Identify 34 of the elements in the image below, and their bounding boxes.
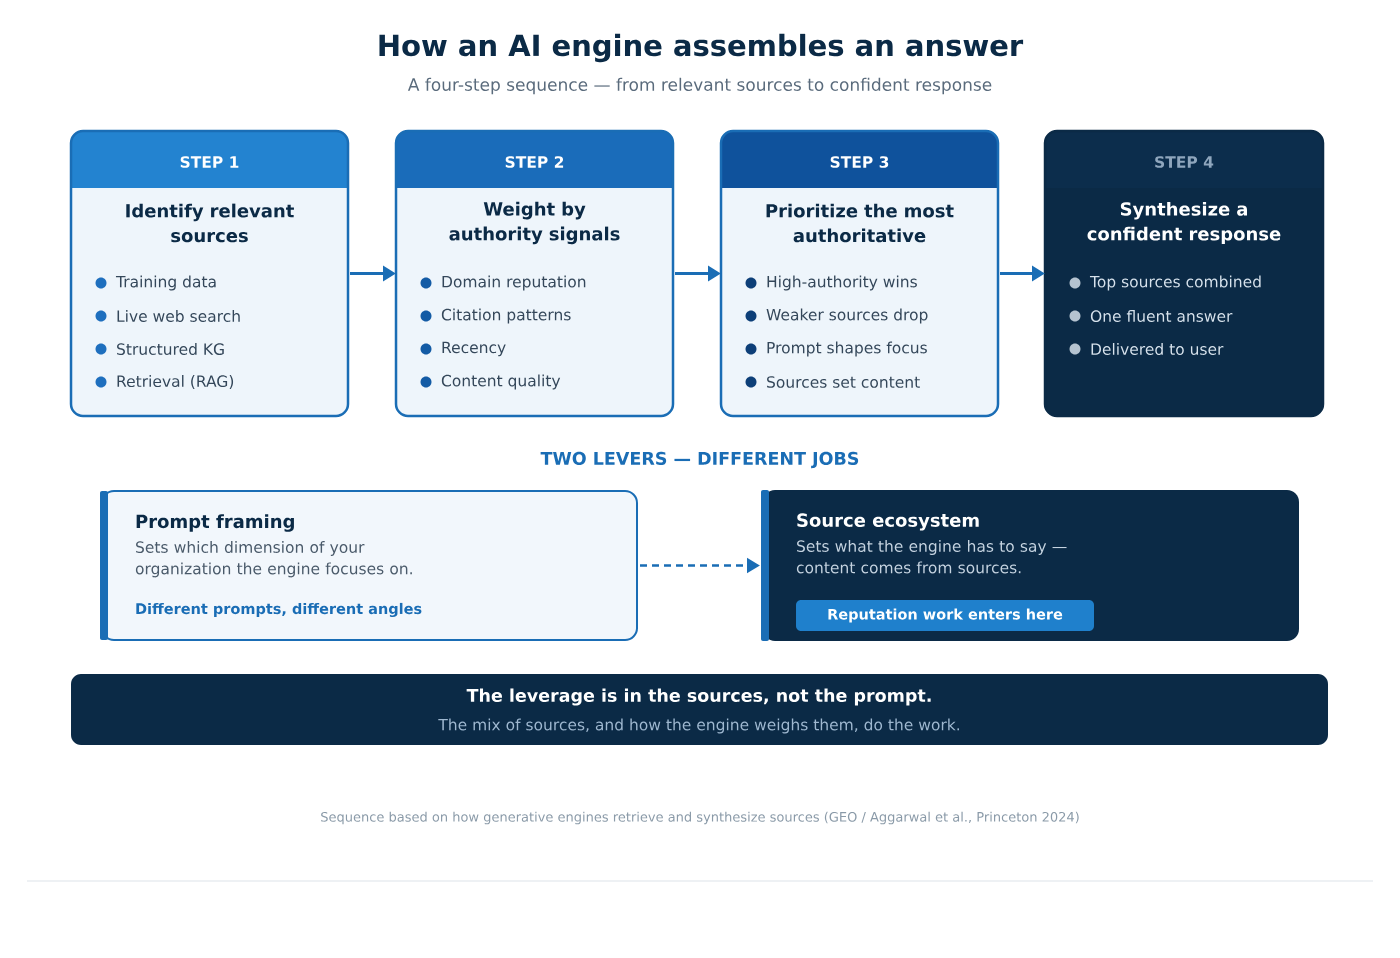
bullet-item: High-authority wins <box>745 275 917 291</box>
step-label: STEP 2 <box>505 156 564 168</box>
bullet-item: Content quality <box>420 374 561 390</box>
bullet-item: Sources set content <box>745 376 920 388</box>
step-label: STEP 1 <box>180 156 239 168</box>
section-heading: TWO LEVERS — DIFFERENT JOBS <box>540 451 859 469</box>
card-title: Weight by authority signals <box>449 201 620 245</box>
title: How an AI engine assembles an answer <box>379 33 1024 63</box>
step-card <box>1043 129 1325 418</box>
subtitle: A four-step sequence — from relevant sources to confident response <box>407 77 992 95</box>
step-card <box>394 129 675 418</box>
bullet-item: Prompt shapes focus <box>745 341 927 357</box>
bullet-item: Domain reputation <box>420 275 586 291</box>
lever-card: Prompt framing Sets which dimension of your organization the engine focuses on. Different prompts, different angles <box>100 490 638 641</box>
summary-banner: The leverage is in the sources, not the prompt. The mix of sources, and how the engine weighs them, do the work. <box>71 674 1328 745</box>
card-title: Identify relevant sources <box>126 203 294 243</box>
step-card <box>719 129 1000 418</box>
footnote: Sequence based on how generative engines retrieve and synthesize sources (GEO / Aggarwal et al., Princeton 2024) <box>321 811 1079 825</box>
bullet-item: Weaker sources drop <box>745 308 928 324</box>
step-card <box>69 129 350 418</box>
step-label: STEP 3 <box>830 156 889 168</box>
bullet-item: Citation patterns <box>420 308 571 324</box>
bullet-item: Structured KG <box>95 343 224 355</box>
bullet-item: Retrieval (RAG) <box>95 375 234 389</box>
bullet-item: Recency <box>420 341 506 357</box>
bullet-item: Training data <box>95 275 216 291</box>
bullet-item: Live web search <box>95 310 240 322</box>
bullet-item: Delivered to user <box>1069 343 1224 355</box>
bullet-item: Top sources combined <box>1069 275 1261 291</box>
card-title: Synthesize a confident response <box>1087 201 1281 245</box>
action-button: Reputation work enters here <box>796 600 1094 631</box>
bullet-item: One fluent answer <box>1069 310 1233 322</box>
card-title: Prioritize the most authoritative <box>766 203 954 243</box>
step-label: STEP 4 <box>1155 156 1214 168</box>
